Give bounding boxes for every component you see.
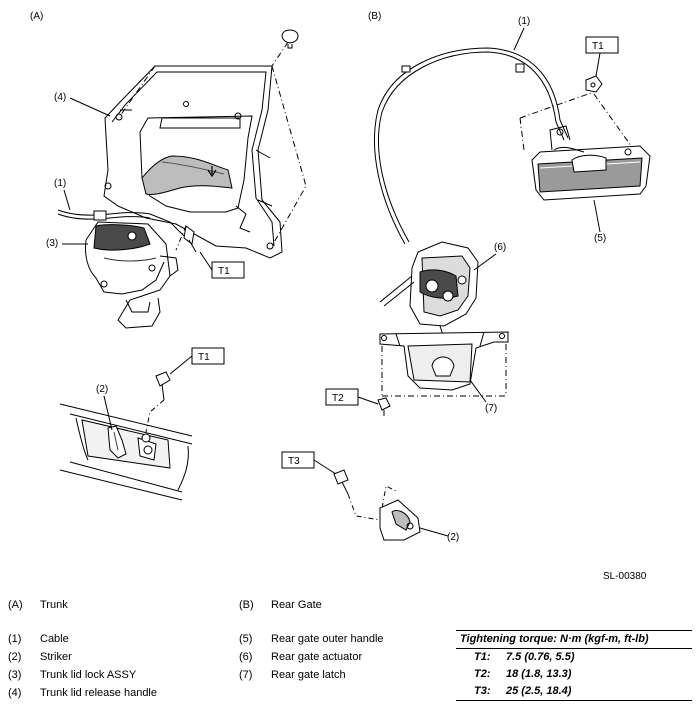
bolt-t2: [377, 397, 391, 416]
torque-tag-t1-a: T1: [199, 251, 245, 279]
callout-1-b: (1): [518, 16, 530, 27]
torque-row: T2: 18 (1.8, 13.3): [456, 666, 692, 683]
tag-text-t2: T2: [332, 393, 344, 404]
legend-num: (3): [8, 669, 22, 681]
legend-num: (4): [8, 687, 22, 699]
legend-text: Striker: [40, 651, 72, 663]
torque-value: 25 (2.5, 18.4): [506, 685, 572, 697]
torque-tag-t2: T2: [325, 388, 379, 406]
callout-4-a: (4): [54, 92, 66, 103]
torque-value: 7.5 (0.76, 5.5): [506, 651, 575, 663]
nut-t1-b: [585, 75, 603, 93]
callout-2-a: (2): [96, 384, 108, 395]
trunk-cable: [57, 209, 185, 237]
rear-gate-cable: [373, 47, 569, 245]
view-a-id: (A): [30, 11, 43, 22]
view-b-id: (B): [368, 11, 381, 22]
torque-tag-t1-striker: T1: [169, 347, 225, 375]
legend-view-b-name: Rear Gate: [271, 599, 322, 611]
torque-value: 18 (1.8, 13.3): [506, 668, 572, 680]
exploded-view-drawing: (A): [30, 11, 651, 543]
rear-gate-latch: [379, 331, 509, 391]
torque-code: T2:: [474, 668, 491, 680]
tightening-torque-table: Tightening torque: N·m (kgf-m, ft-lb) T1…: [456, 630, 692, 701]
bolt-t1-striker: [145, 371, 171, 433]
legend-num: (1): [8, 633, 22, 645]
legend-view-b-id: (B): [239, 599, 254, 611]
tag-text-t1-b: T1: [592, 41, 604, 52]
legend-text: Trunk lid lock ASSY: [40, 669, 137, 681]
callout-1-a: (1): [54, 178, 66, 189]
legend-text: Rear gate outer handle: [271, 633, 384, 645]
torque-tag-t3: T3: [281, 451, 337, 475]
legend-view-a-id: (A): [8, 599, 23, 611]
torque-code: T3:: [474, 685, 491, 697]
legend-num: (5): [239, 633, 253, 645]
callout-6: (6): [494, 242, 506, 253]
trunk-lid-lock-assy: [85, 221, 179, 329]
callout-2-b: (2): [447, 532, 459, 543]
callout-5: (5): [594, 233, 606, 244]
bolt-t3: [333, 469, 349, 495]
tag-text-t3: T3: [288, 456, 300, 467]
rear-gate-actuator: [379, 241, 479, 339]
rear-gate-outer-handle: [531, 125, 651, 201]
tag-text-t1-striker: T1: [198, 352, 210, 363]
torque-row: T3: 25 (2.5, 18.4): [456, 683, 692, 700]
legend-text: Rear gate latch: [271, 669, 346, 681]
legend-num: (7): [239, 669, 253, 681]
torque-tag-t1-b: T1: [585, 36, 619, 77]
bolt-t1-trunk: [175, 225, 197, 253]
torque-table-title: Tightening torque: N·m (kgf-m, ft-lb): [460, 633, 649, 645]
trunk-striker-inset: [59, 403, 193, 501]
callout-3-a: (3): [46, 238, 58, 249]
legend-num: (6): [239, 651, 253, 663]
legend-text: Rear gate actuator: [271, 651, 363, 663]
trunk-lid-release-handle: [103, 65, 283, 259]
tag-text-t1-a: T1: [218, 266, 230, 277]
legend-text: Trunk lid release handle: [40, 687, 157, 699]
legend-view-a-name: Trunk: [40, 599, 68, 611]
torque-row: T1: 7.5 (0.76, 5.5): [456, 649, 692, 666]
legend-num: (2): [8, 651, 22, 663]
rear-gate-striker: [379, 499, 421, 541]
handle-knob: [281, 29, 299, 49]
callout-7: (7): [485, 403, 497, 414]
figure-id: SL-00380: [603, 571, 647, 582]
legend-text: Cable: [40, 633, 69, 645]
torque-code: T1:: [474, 651, 491, 663]
